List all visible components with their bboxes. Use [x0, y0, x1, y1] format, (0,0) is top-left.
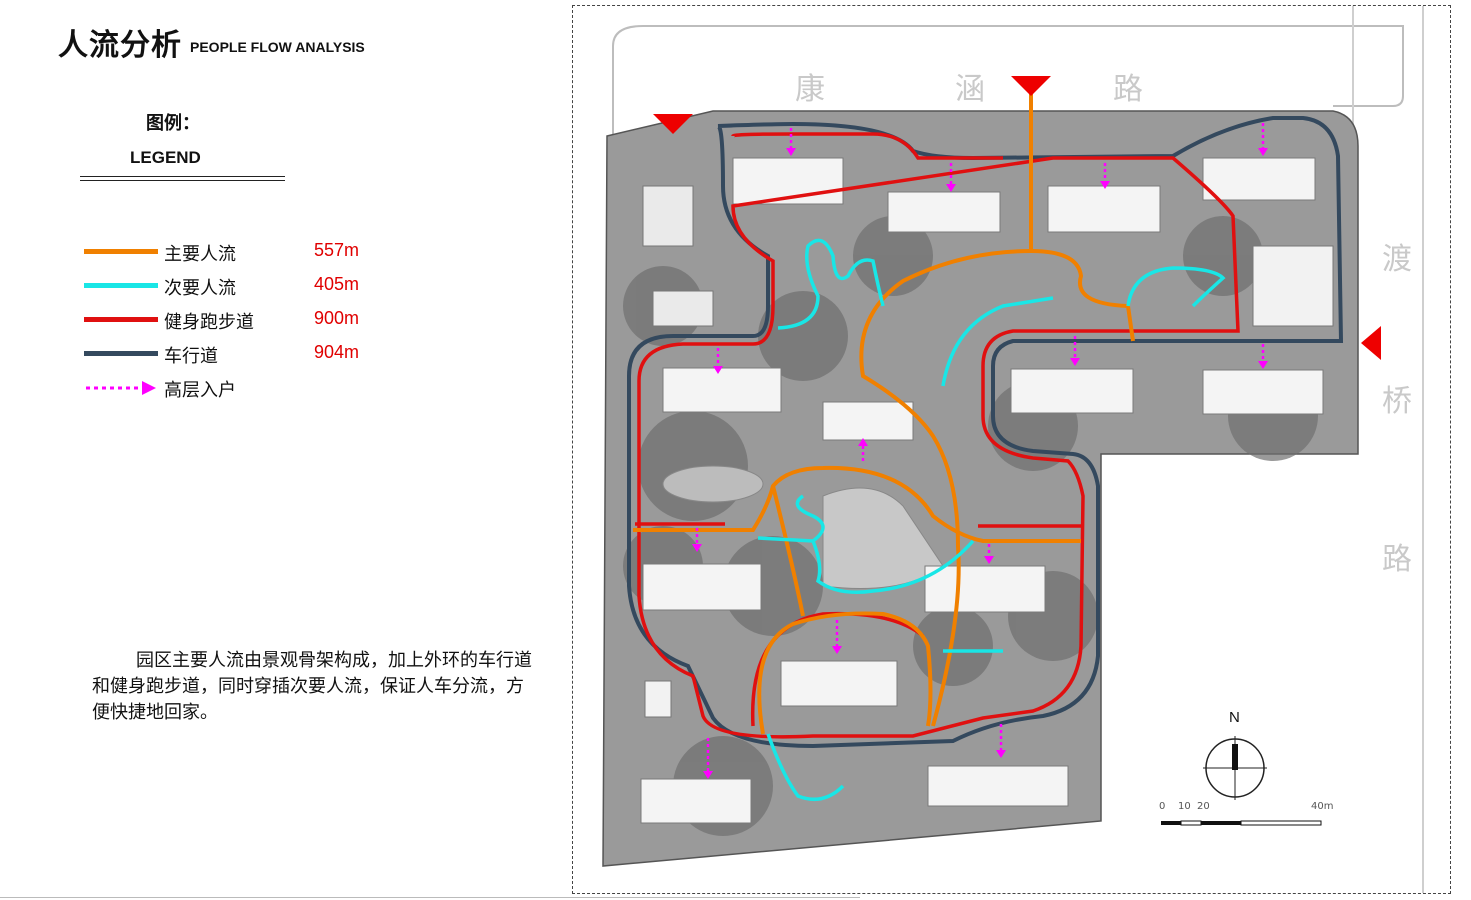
building	[887, 191, 1001, 233]
secondary-flow-route	[941, 296, 1054, 387]
legend-heading-en: LEGEND	[130, 148, 201, 167]
analysis-description: 园区主要人流由景观骨架构成，加上外环的车行道和健身跑步道，同时穿插次要人流，保证…	[92, 650, 532, 723]
building	[662, 367, 782, 413]
secondary-flow-route	[766, 733, 845, 802]
legend-value: 900m	[314, 308, 360, 328]
road-label-north: 涵	[955, 72, 985, 107]
small-building	[644, 680, 672, 718]
compass-icon	[1203, 736, 1267, 800]
legend-item-highrise-entry: 高层入户	[84, 376, 384, 410]
legend-item-driveway: 车行道 904m	[84, 342, 384, 376]
entrance-marker	[1011, 76, 1051, 96]
dotted-arrow-icon	[86, 381, 156, 395]
road-label-north: 路	[1113, 72, 1143, 107]
scale-label: 20	[1197, 801, 1210, 812]
building	[642, 563, 762, 611]
building	[1202, 369, 1324, 415]
entrance-marker	[653, 114, 693, 134]
legend-label: 车行道	[164, 346, 218, 367]
road-curb	[612, 25, 1404, 136]
building	[924, 565, 1046, 613]
legend-item-main-flow: 主要人流 557m	[84, 240, 384, 274]
building	[1047, 185, 1161, 233]
jogging-route	[635, 522, 1081, 528]
site-plan-drawing	[602, 6, 1424, 893]
legend-swatch	[84, 249, 158, 254]
building	[927, 765, 1069, 807]
building	[822, 401, 914, 441]
site-plan-map: 康 涵 路 渡 桥 路 N 0 10 20 40m	[572, 5, 1451, 894]
legend-value: 405m	[314, 274, 360, 294]
secondary-flow-route	[757, 494, 975, 594]
scale-label: 0	[1159, 801, 1166, 812]
entry-arrowheads	[692, 148, 1268, 779]
legend-item-jogging-track: 健身跑步道 900m	[84, 308, 384, 342]
entrance-marker	[1361, 326, 1381, 360]
legend-divider	[80, 176, 285, 177]
page-title-en: PEOPLE FLOW ANALYSIS	[190, 39, 365, 55]
road-curb	[1352, 6, 1424, 893]
scale-label: 10	[1178, 801, 1191, 812]
building	[1202, 157, 1316, 201]
scale-bar	[1161, 820, 1322, 826]
bottom-divider	[0, 897, 860, 898]
secondary-flow-route	[777, 238, 885, 330]
main-flow-route	[859, 249, 1032, 727]
plaza	[662, 465, 764, 503]
clubhouse	[1252, 245, 1334, 327]
main-flow-route	[757, 611, 933, 735]
legend-label: 次要人流	[164, 278, 236, 299]
legend-value: 904m	[314, 342, 360, 362]
main-flow-route	[1030, 249, 1135, 342]
small-building	[652, 290, 714, 327]
entry-arrows	[695, 123, 1265, 771]
main-flow-route	[771, 485, 805, 617]
road-label-east: 路	[1382, 542, 1412, 577]
main-flow-route	[633, 465, 1081, 543]
building	[640, 778, 752, 824]
legend-value: 557m	[314, 240, 360, 260]
legend-item-secondary-flow: 次要人流 405m	[84, 274, 384, 308]
building	[1010, 368, 1134, 414]
page-title: 人流分析	[58, 28, 182, 63]
road-label-east: 渡	[1382, 242, 1412, 277]
road-label-east: 桥	[1382, 384, 1412, 419]
secondary-flow-route	[1126, 266, 1226, 308]
building	[780, 660, 898, 707]
road-label-north: 康	[795, 72, 825, 107]
legend-heading: 图例：	[146, 113, 200, 134]
legend-swatch	[84, 351, 158, 356]
legend-swatch	[84, 283, 158, 288]
legend-list: 主要人流 557m 次要人流 405m 健身跑步道 900m 车行道 904m …	[84, 240, 384, 410]
compass-north-label: N	[1229, 709, 1240, 726]
small-building	[642, 185, 694, 247]
legend-label: 健身跑步道	[164, 312, 254, 333]
legend-divider	[80, 180, 285, 181]
legend-label: 主要人流	[164, 244, 236, 265]
jogging-route	[750, 611, 925, 727]
legend-label: 高层入户	[164, 380, 236, 401]
legend-swatch	[84, 317, 158, 322]
scale-label: 40m	[1311, 801, 1334, 812]
residential-buildings	[640, 157, 1324, 824]
jogging-route	[637, 132, 1240, 739]
